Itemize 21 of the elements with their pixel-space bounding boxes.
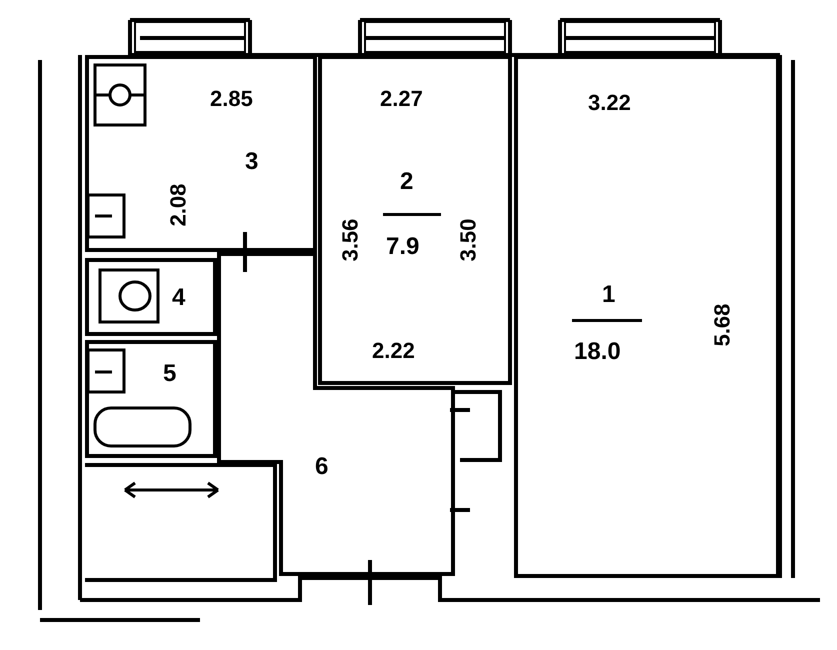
room-number: 5 [163, 362, 176, 386]
dimension-label: 2.22 [372, 340, 415, 362]
room-outline [85, 340, 217, 458]
dimension-label: 5.68 [710, 304, 733, 346]
room-number: 2 [400, 170, 414, 194]
room-outline [318, 55, 512, 385]
room-outline [514, 55, 780, 578]
dimension-label: 2.08 [166, 184, 189, 226]
room-outline [85, 55, 317, 252]
room-area: 18.0 [574, 340, 621, 364]
dimension-label: 2.85 [210, 88, 253, 110]
room-number: 4 [172, 286, 186, 310]
dimension-label: 3.22 [588, 92, 631, 114]
room-area: 7.9 [386, 235, 420, 259]
dimension-label: 2.27 [380, 88, 423, 110]
room-outline [85, 258, 217, 336]
dimension-label: 3.56 [338, 218, 361, 262]
room-number: 6 [315, 455, 328, 479]
room-number: 3 [245, 150, 258, 174]
dimension-label: 3.50 [456, 218, 479, 262]
room-number: 1 [602, 283, 616, 307]
